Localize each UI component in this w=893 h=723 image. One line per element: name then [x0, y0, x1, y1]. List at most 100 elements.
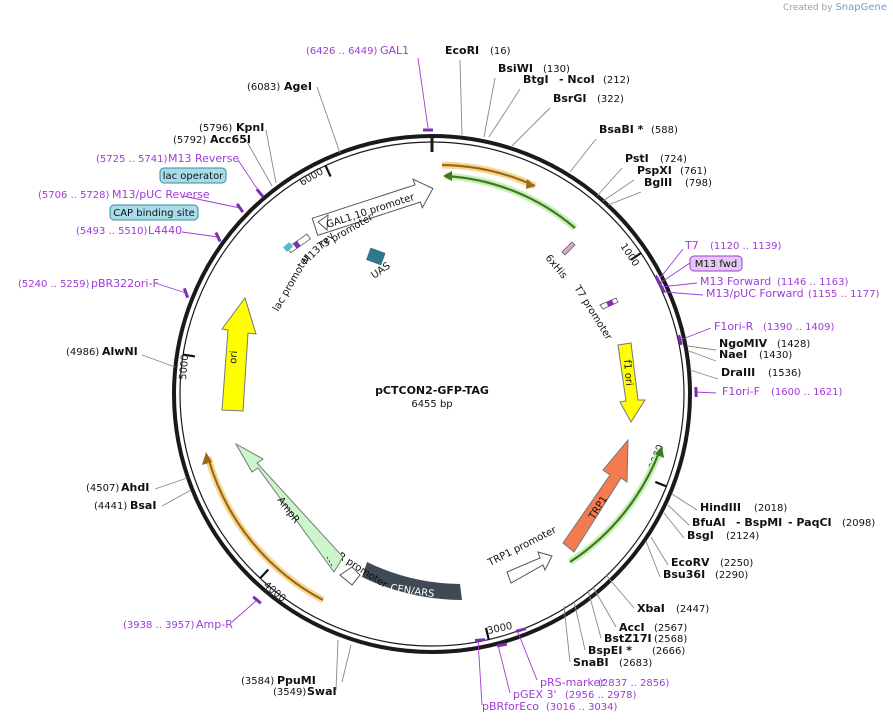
site-name: BsrGI [553, 92, 586, 105]
site-position: (16) [490, 46, 511, 57]
top-orange-arrowhead [526, 179, 535, 189]
amp-orange-arrowhead [202, 452, 212, 465]
primer-binding-mark [423, 128, 433, 132]
site-name: BtgI [523, 73, 549, 86]
site-name: - PaqCI [788, 516, 832, 529]
tick-mark [630, 252, 642, 261]
site-name: - NcoI [559, 73, 595, 86]
trp1-promoter-arrow [506, 551, 553, 584]
site-position: (1428) [777, 339, 810, 350]
primer-leader-line [694, 391, 717, 394]
ampr-dashed-divider [326, 556, 333, 567]
primer-binding-mark [255, 188, 265, 198]
primer-position: (5706 .. 5728) [38, 190, 110, 201]
primer-binding-mark [474, 638, 486, 642]
top-green-arrowhead [443, 171, 452, 181]
site-position: (588) [651, 125, 678, 136]
primer-name: M13/pUC Reverse [112, 188, 210, 201]
site-position: (1536) [768, 368, 801, 379]
primer-leader-line [679, 327, 712, 341]
site-name: AhdI [121, 481, 149, 494]
site-leader-line [607, 191, 642, 206]
primer-position: (5725 .. 5741) [96, 154, 168, 165]
site-name: PspXI [637, 164, 672, 177]
site-position: (2018) [754, 503, 787, 514]
site-position: (2568) [654, 634, 687, 645]
primer-leader-line [663, 291, 704, 296]
primer-name: M13/pUC Forward [706, 287, 804, 300]
primer-position: (1390 .. 1409) [763, 322, 835, 333]
primer-leader-line [417, 57, 429, 129]
primer-position: (1155 .. 1177) [808, 289, 880, 300]
site-position: (2683) [619, 658, 652, 669]
site-position: (5796) [199, 123, 232, 134]
primer-leader-line [477, 639, 483, 706]
site-leader-line [605, 574, 635, 609]
site-position: (2098) [842, 518, 875, 529]
site-name: BspEI * [588, 644, 632, 657]
primer-leader-line [237, 159, 261, 194]
site-name: Bsu36I [663, 568, 705, 581]
primer-name: GAL1 [380, 44, 409, 57]
m13-fwd-box-label: M13 fwd [695, 259, 737, 270]
site-position: (4441) [94, 501, 127, 512]
site-name: BsaI [130, 499, 156, 512]
primer-name: pBRforEco [482, 700, 539, 713]
site-labels: EcoRI(16)BsiWI(130)BtgI- NcoI(212)BsrGI(… [18, 44, 880, 713]
primer-position: (3938 .. 3957) [123, 620, 195, 631]
site-leader-line [687, 345, 717, 351]
primer-name: pGEX 3' [513, 688, 557, 701]
primer-binding-mark [182, 287, 190, 299]
site-name: BsaBI * [599, 123, 644, 136]
site-position: (1430) [759, 350, 792, 361]
f1-ori-arrow [617, 342, 646, 423]
site-leader-line [141, 354, 176, 368]
tick-mark [484, 627, 490, 640]
lac-operator-label: lac operator [163, 171, 224, 182]
site-leader-line [488, 88, 521, 138]
tick-label: 5000 [178, 354, 191, 380]
t7-primer-bar [606, 299, 614, 307]
lac-promoter-label: lac promoter [271, 252, 313, 314]
primer-leader-line [231, 599, 258, 623]
tick-mark [654, 480, 667, 488]
site-name: PpuMI [277, 674, 316, 687]
site-position: (6083) [247, 82, 280, 93]
site-leader-line [154, 477, 188, 490]
site-position: (2290) [715, 570, 748, 581]
site-name: KpnI [236, 121, 264, 134]
his-tag-label: 6xHis [543, 253, 569, 281]
primer-position: (1146 .. 1163) [777, 277, 849, 288]
gal-promoter-tail [317, 213, 329, 232]
site-position: (2124) [726, 531, 759, 542]
site-position: (3549) [273, 687, 306, 698]
top-green-arrow [444, 174, 576, 229]
top-green-glow [444, 172, 578, 231]
site-leader-line [688, 350, 717, 362]
site-leader-line [511, 107, 551, 147]
site-leader-line [335, 639, 339, 691]
site-leader-line [663, 512, 685, 539]
site-position: (130) [543, 64, 570, 75]
trp1-green-arrowhead [655, 446, 664, 458]
primer-leader-line [182, 195, 241, 209]
site-leader-line [596, 167, 623, 197]
amp-orange-arrow [206, 456, 324, 601]
gal-promoter-arrow [311, 178, 434, 237]
site-leader-line [689, 369, 719, 380]
primer-position: (6426 .. 6449) [306, 46, 378, 57]
primer-name: pRS-marker [540, 676, 605, 689]
m13-fwd-box [689, 255, 743, 272]
site-position: (322) [597, 94, 624, 105]
lac-operator-mark [283, 242, 293, 252]
primer-binding-mark [654, 274, 662, 286]
site-leader-line [573, 600, 586, 651]
plasmid-length: 6455 bp [411, 399, 452, 410]
site-name: SnaBI [573, 656, 609, 669]
site-leader-line [592, 586, 617, 628]
site-name: EcoRV [671, 556, 710, 569]
t3-promoter-marks [286, 233, 311, 254]
site-leader-line [645, 540, 661, 578]
site-leader-line [483, 77, 496, 138]
